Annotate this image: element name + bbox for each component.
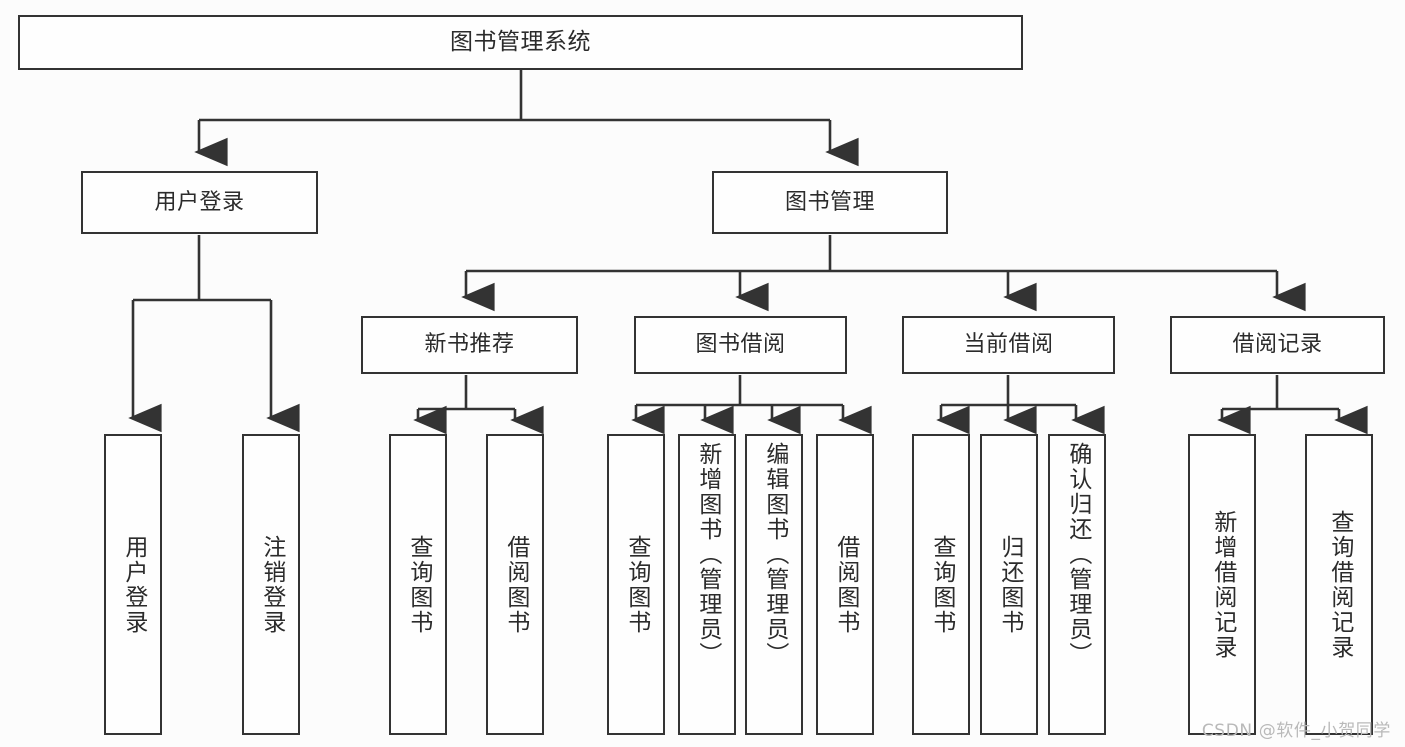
node-root[interactable]: 图书管理系统	[18, 15, 1023, 70]
node-book-manage-label: 图书管理	[784, 189, 875, 215]
leaf-query-book-current[interactable]: 查询图书	[912, 434, 970, 735]
node-borrow-record-label: 借阅记录	[1232, 332, 1323, 358]
node-current-borrow[interactable]: 当前借阅	[902, 316, 1115, 374]
watermark: CSDN @软件_小贺同学	[1201, 721, 1391, 741]
leaf-borrow-book-recommend-label: 借阅图书	[502, 534, 529, 635]
node-book-borrow[interactable]: 图书借阅	[634, 316, 847, 374]
leaf-add-book-admin[interactable]: 新增图书（管理员）	[678, 434, 736, 735]
leaf-borrow-book-recommend[interactable]: 借阅图书	[486, 434, 544, 735]
leaf-logout[interactable]: 注销登录	[242, 434, 300, 735]
leaf-add-book-admin-label: 新增图书（管理员）	[694, 442, 721, 667]
leaf-user-login-label: 用户登录	[120, 534, 147, 635]
leaf-add-borrow-record[interactable]: 新增借阅记录	[1188, 434, 1256, 735]
leaf-add-borrow-record-label: 新增借阅记录	[1209, 509, 1236, 660]
node-user-login[interactable]: 用户登录	[81, 171, 318, 234]
leaf-query-book-recommend-label: 查询图书	[405, 534, 432, 635]
leaf-query-book-borrow[interactable]: 查询图书	[607, 434, 665, 735]
leaf-confirm-return-admin[interactable]: 确认归还（管理员）	[1048, 434, 1106, 735]
leaf-query-book-recommend[interactable]: 查询图书	[389, 434, 447, 735]
leaf-logout-label: 注销登录	[258, 534, 285, 635]
node-book-borrow-label: 图书借阅	[695, 332, 786, 358]
node-current-borrow-label: 当前借阅	[963, 332, 1054, 358]
leaf-edit-book-admin-label: 编辑图书（管理员）	[761, 442, 788, 667]
leaf-user-login[interactable]: 用户登录	[104, 434, 162, 735]
leaf-query-borrow-record-label: 查询借阅记录	[1326, 509, 1353, 660]
node-new-book-recommend-label: 新书推荐	[424, 332, 515, 358]
node-borrow-record[interactable]: 借阅记录	[1170, 316, 1385, 374]
node-book-manage[interactable]: 图书管理	[712, 171, 948, 234]
leaf-query-borrow-record[interactable]: 查询借阅记录	[1305, 434, 1373, 735]
leaf-edit-book-admin[interactable]: 编辑图书（管理员）	[745, 434, 803, 735]
node-user-login-label: 用户登录	[154, 189, 245, 215]
leaf-borrow-book-borrow-label: 借阅图书	[832, 534, 859, 635]
leaf-return-book[interactable]: 归还图书	[980, 434, 1038, 735]
node-root-label: 图书管理系统	[450, 28, 591, 55]
leaf-query-book-current-label: 查询图书	[928, 534, 955, 635]
leaf-query-book-borrow-label: 查询图书	[623, 534, 650, 635]
leaf-borrow-book-borrow[interactable]: 借阅图书	[816, 434, 874, 735]
node-new-book-recommend[interactable]: 新书推荐	[361, 316, 578, 374]
leaf-confirm-return-admin-label: 确认归还（管理员）	[1064, 442, 1091, 667]
leaf-return-book-label: 归还图书	[996, 534, 1023, 635]
